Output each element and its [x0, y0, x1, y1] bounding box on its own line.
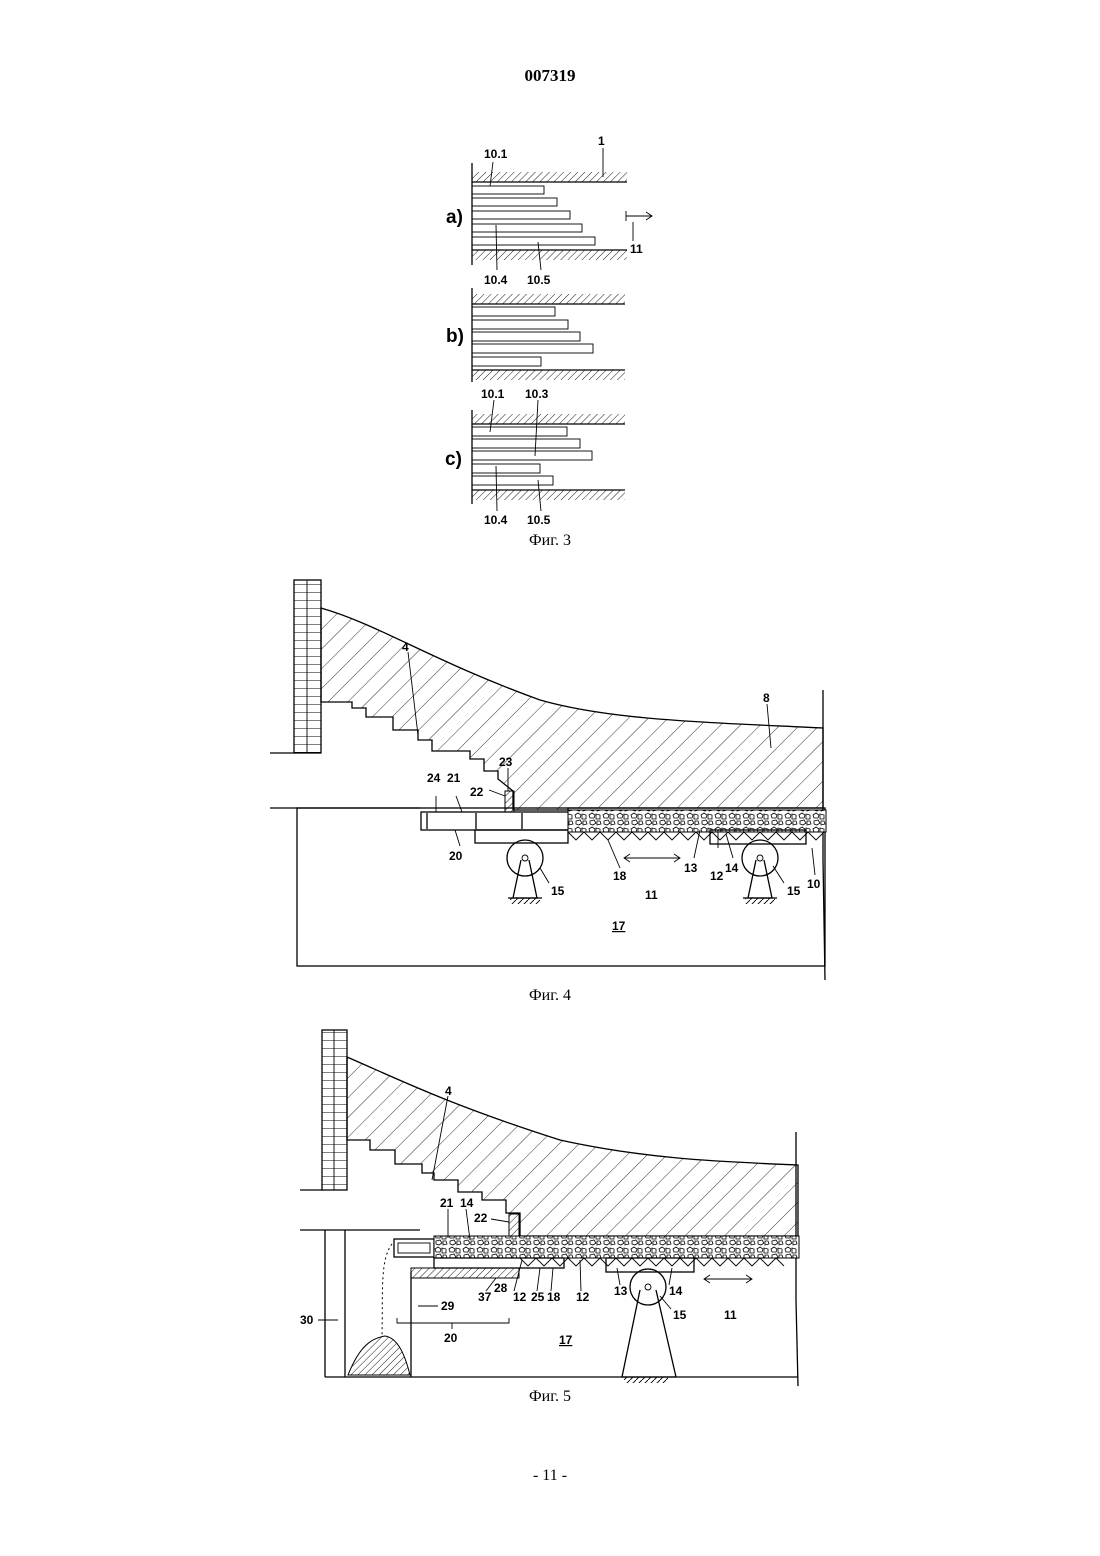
- fig4-label-23: 23: [499, 755, 513, 769]
- fig5-label-12-right: 12: [576, 1290, 590, 1304]
- panel-b-label: b): [446, 326, 464, 347]
- panel-c-label: c): [445, 449, 462, 470]
- fig5-label-11: 11: [724, 1308, 737, 1322]
- label-11-a: 11: [630, 242, 643, 256]
- fig4-label-21: 21: [447, 771, 461, 785]
- label-10-1-a: 10.1: [484, 147, 508, 161]
- fig4-label-8: 8: [763, 691, 770, 705]
- fig5-label-30: 30: [300, 1313, 314, 1327]
- fig5-label-14: 14: [460, 1196, 474, 1210]
- fig5-label-14-right: 14: [669, 1284, 683, 1298]
- figure-3-caption: Фиг. 3: [450, 532, 650, 550]
- label-1: 1: [598, 134, 605, 148]
- fig4-label-24: 24: [427, 771, 441, 785]
- label-10-5-c: 10.5: [527, 513, 551, 527]
- figure-3-panel-b: b): [446, 288, 625, 382]
- figure-3-panel-c: c) 10.1 10.3 10.4 10.5: [445, 387, 625, 527]
- fig5-label-22: 22: [474, 1211, 488, 1225]
- figure-5-drawing: 4 21 14 22 37 28 12 25 18 12 13 14 15 11…: [300, 1030, 799, 1386]
- fig4-label-15-right: 15: [787, 884, 801, 898]
- fig4-label-20: 20: [449, 849, 463, 863]
- fig4-label-22: 22: [470, 785, 484, 799]
- fig4-label-13: 13: [684, 861, 698, 875]
- figure-5-caption: Фиг. 5: [450, 1388, 650, 1406]
- label-10-5-a: 10.5: [527, 273, 551, 287]
- fig4-label-12: 12: [710, 869, 724, 883]
- figure-3-panel-a: a) 10.1 1 11 10.4 10.5: [446, 134, 652, 287]
- fig5-label-37: 37: [478, 1290, 492, 1304]
- figure-3-drawing: a) 10.1 1 11 10.4 10.5 b): [445, 134, 652, 527]
- fig5-label-20: 20: [444, 1331, 458, 1345]
- fig4-label-17: 17: [612, 919, 626, 933]
- fig5-label-4: 4: [445, 1084, 452, 1098]
- page-number: - 11 -: [0, 1467, 1100, 1485]
- fig5-label-21: 21: [440, 1196, 454, 1210]
- label-10-1-c: 10.1: [481, 387, 505, 401]
- figure-4-caption: Фиг. 4: [450, 987, 650, 1005]
- fig4-label-11: 11: [645, 888, 658, 902]
- fig4-label-14: 14: [725, 861, 739, 875]
- fig5-label-17: 17: [559, 1333, 573, 1347]
- fig4-label-4: 4: [402, 640, 409, 654]
- fig4-label-18: 18: [613, 869, 627, 883]
- label-10-3-c: 10.3: [525, 387, 549, 401]
- fig5-label-29: 29: [441, 1299, 455, 1313]
- figure-4-drawing: 4 8 23 24 21 22 20 15 18 11 13 12 14 15 …: [270, 580, 826, 980]
- fig4-label-15-left: 15: [551, 884, 565, 898]
- fig4-label-10: 10: [807, 877, 821, 891]
- fig5-label-12-left: 12: [513, 1290, 527, 1304]
- panel-a-label: a): [446, 207, 463, 228]
- fig5-label-25: 25: [531, 1290, 545, 1304]
- label-10-4-c: 10.4: [484, 513, 508, 527]
- label-10-4-a: 10.4: [484, 273, 508, 287]
- fig5-label-28: 28: [494, 1281, 508, 1295]
- fig5-label-15: 15: [673, 1308, 687, 1322]
- fig5-label-13: 13: [614, 1284, 628, 1298]
- fig5-label-18: 18: [547, 1290, 561, 1304]
